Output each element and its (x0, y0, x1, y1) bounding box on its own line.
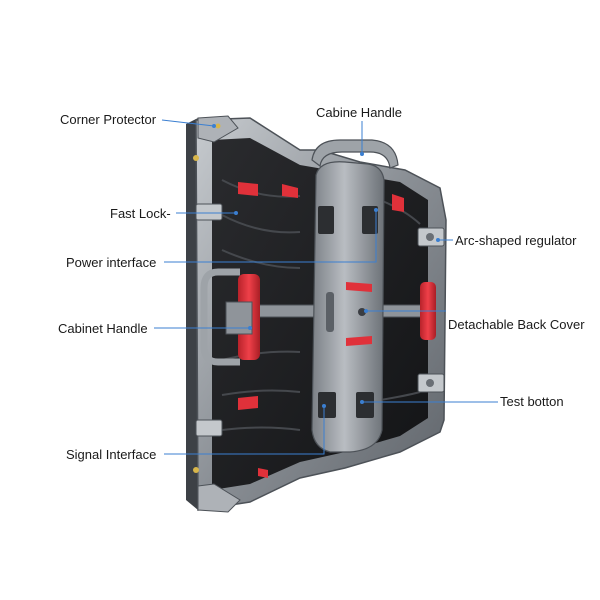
cabinet-illustration (186, 115, 447, 513)
red-mark (238, 396, 258, 410)
leader-dot (248, 326, 252, 330)
callout-labels: Corner Protector Cabine Handle Fast Lock… (58, 105, 585, 462)
label-signal-interface: Signal Interface (66, 447, 156, 462)
label-cabinet-handle: Cabinet Handle (58, 321, 148, 336)
cover-slot (326, 292, 334, 332)
leader-dot (234, 211, 238, 215)
leader-dot (360, 152, 364, 156)
label-fast-lock: Fast Lock- (110, 206, 171, 221)
leader-lines (154, 119, 498, 455)
left-handle-loop (200, 268, 240, 366)
fast-lock (195, 203, 223, 221)
label-detachable-back-cover: Detachable Back Cover (448, 317, 585, 332)
signal-module (356, 392, 374, 418)
red-mark (238, 182, 258, 196)
label-test-botton: Test botton (500, 394, 564, 409)
label-corner-protector: Corner Protector (60, 112, 157, 127)
label-arc-regulator: Arc-shaped regulator (455, 233, 577, 248)
leader-dot (360, 400, 364, 404)
corner-protector (197, 115, 239, 143)
arc-regulator-knob (426, 233, 434, 241)
label-cabine-handle: Cabine Handle (316, 105, 402, 120)
leader-dot (212, 124, 216, 128)
leader-dot (436, 238, 440, 242)
signal-module (318, 392, 336, 418)
screw (193, 467, 199, 473)
screw (193, 155, 199, 161)
red-mark (392, 194, 404, 212)
leader-dot (364, 309, 368, 313)
handle-bracket (225, 301, 253, 335)
power-module (362, 206, 378, 234)
cover-screw (358, 308, 366, 316)
label-power-interface: Power interface (66, 255, 156, 270)
fast-lock (195, 419, 223, 437)
leader-corner-protector (161, 119, 215, 127)
red-mark (258, 468, 268, 478)
power-module (318, 206, 334, 234)
top-handle (311, 139, 399, 169)
back-cover (311, 161, 385, 453)
led-face-edge (186, 118, 198, 510)
corner-protector (197, 483, 241, 513)
leader-signal-interface (164, 406, 325, 455)
cover-red-accent (346, 282, 372, 292)
screw (215, 123, 221, 129)
cover-red-accent (346, 336, 372, 346)
red-mark (282, 184, 298, 198)
leader-dot (322, 404, 326, 408)
arc-regulator-knob (426, 379, 434, 387)
leader-dot (374, 208, 378, 212)
leader-power-interface (164, 210, 377, 263)
